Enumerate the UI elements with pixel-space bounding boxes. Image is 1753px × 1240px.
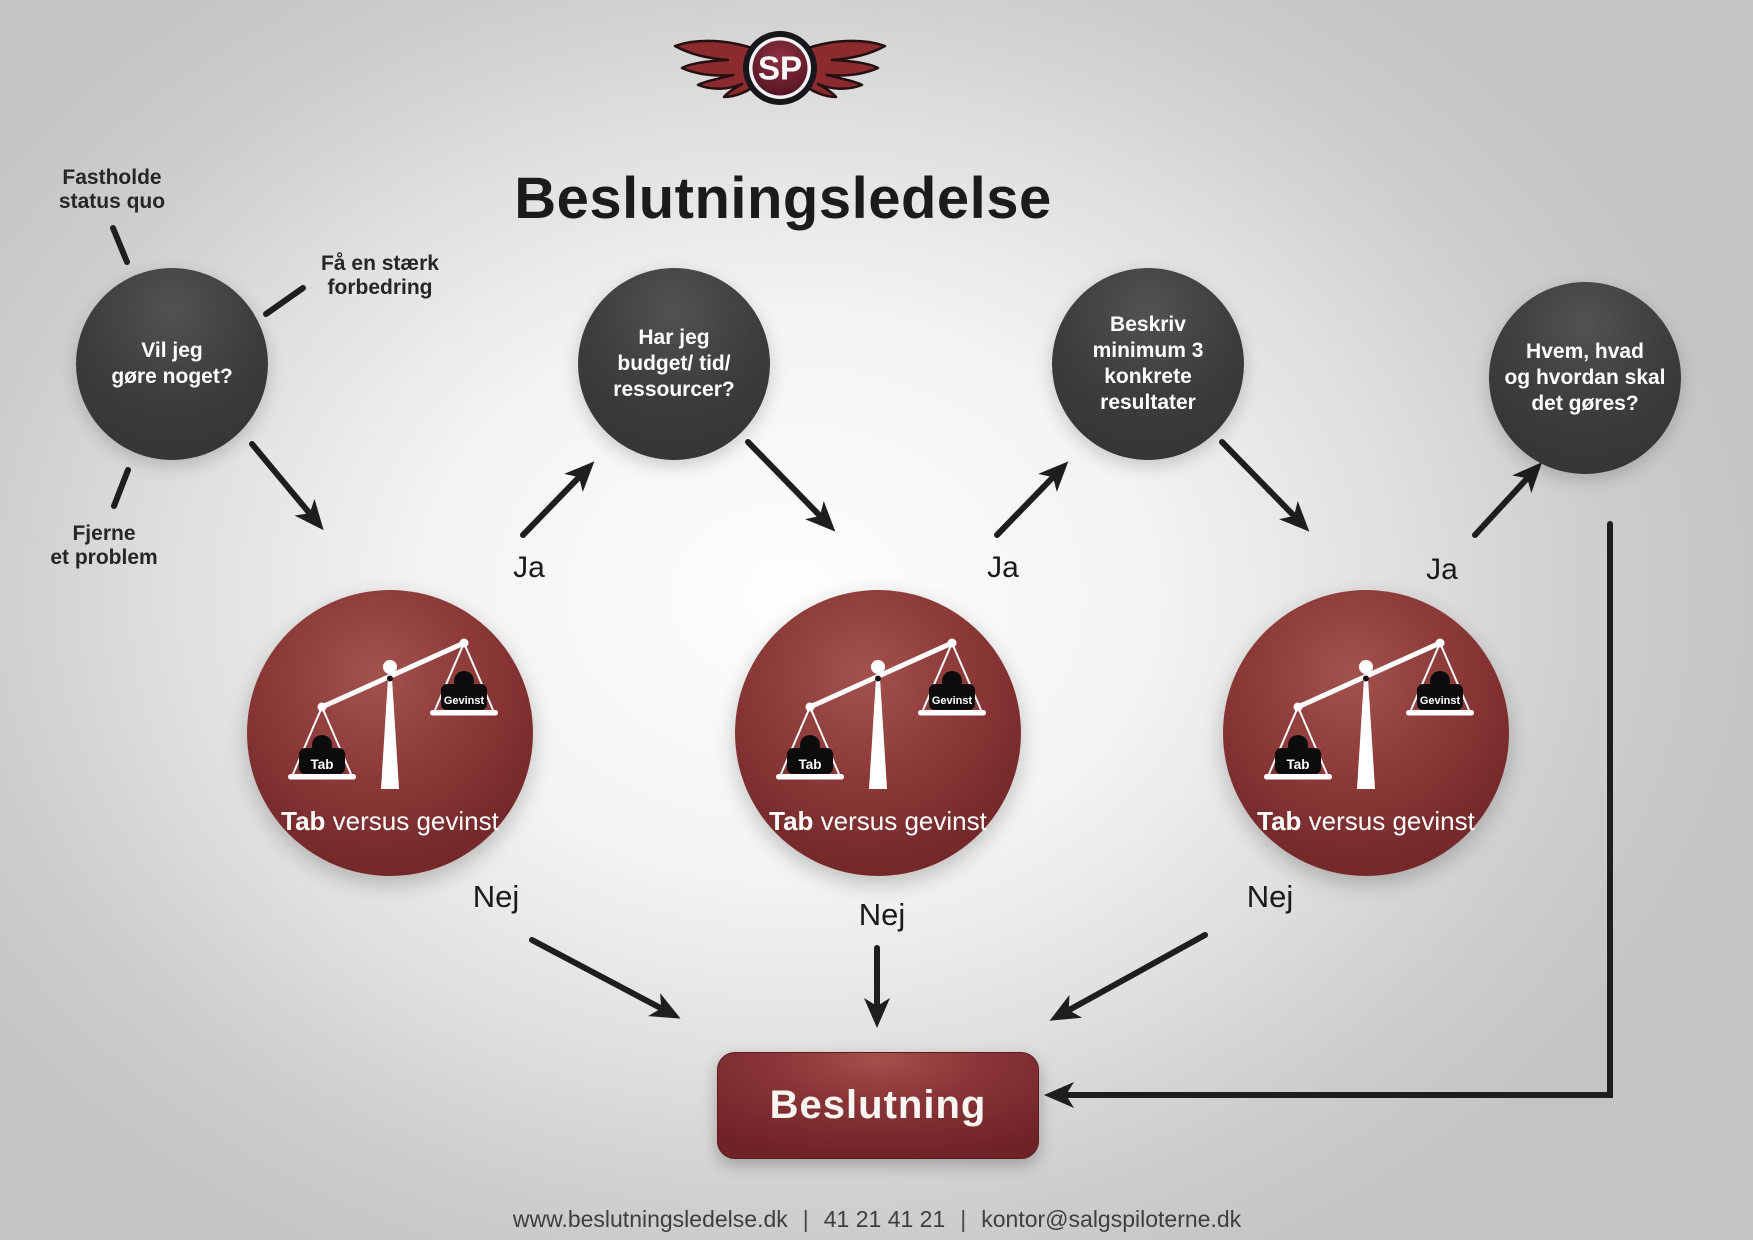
gain-weight-label: Gevinst	[1420, 695, 1461, 707]
node-line: Har jeg	[638, 325, 710, 349]
arrow-vil-jeg-to-weigh-1	[249, 441, 324, 531]
option-line: status quo	[58, 190, 166, 213]
node-line: Hvem, hvad	[1526, 339, 1644, 363]
option-line: et problem	[50, 546, 158, 569]
decision-box: Beslutning	[717, 1052, 1039, 1159]
balance-scale-icon: Tab Gevinst	[1264, 638, 1474, 789]
page-title: Beslutningsledelse	[514, 165, 1052, 231]
node-line: budget/ tid/	[617, 351, 731, 375]
caption-rest: versus gevinst	[813, 806, 987, 836]
gain-weight-label: Gevinst	[932, 695, 973, 707]
weigh-caption: Tab versus gevinst	[1223, 806, 1509, 837]
question-node-beskriv: Beskriv minimum 3 konkrete resultater	[1052, 268, 1244, 460]
weigh-node-1: Tab Gevinst Tab versus gevinst	[247, 590, 533, 876]
question-node-vil-jeg: Vil jeg gøre noget?	[76, 268, 268, 460]
node-line: gøre noget?	[111, 365, 233, 388]
loss-weight-label: Tab	[799, 757, 822, 772]
arrow-beskriv-to-weigh-3	[1219, 439, 1310, 532]
weigh-caption: Tab versus gevinst	[735, 806, 1021, 837]
caption-rest: versus gevinst	[325, 806, 499, 836]
arrow-ja-2	[994, 461, 1069, 538]
logo-salgspiloterne: SP	[673, 31, 887, 105]
line-fjerne-connector	[111, 467, 131, 509]
loss-weight-label: Tab	[311, 757, 334, 772]
no-label-1: Nej	[472, 879, 520, 914]
yes-label-3: Ja	[1426, 553, 1458, 586]
caption-bold: Tab	[281, 806, 326, 836]
question-node-budget: Har jeg budget/ tid/ ressourcer?	[578, 268, 770, 460]
footer-separator: |	[960, 1206, 967, 1232]
caption-bold: Tab	[769, 806, 814, 836]
line-fastholde-connector	[110, 225, 130, 265]
balance-scale-icon: Tab Gevinst	[288, 638, 498, 789]
option-label-fastholde: Fastholde status quo	[59, 166, 165, 214]
balance-scale-icon: Tab Gevinst	[776, 638, 986, 789]
weigh-node-3: Tab Gevinst Tab versus gevinst	[1223, 590, 1509, 876]
arrow-budget-to-weigh-2	[745, 439, 836, 532]
no-label-2: Nej	[858, 897, 906, 932]
yes-label-1: Ja	[513, 551, 545, 584]
footer-phone: 41 21 41 21	[823, 1206, 946, 1232]
scale-graphic: Tab Gevinst	[776, 638, 986, 789]
option-line: forbedring	[327, 276, 433, 299]
weigh-caption: Tab versus gevinst	[247, 806, 533, 837]
option-line: Fjerne	[72, 522, 136, 545]
node-line: ressourcer?	[613, 378, 735, 402]
line-forbedring-connector	[263, 285, 306, 317]
logo-wings-icon	[673, 39, 887, 99]
question-node-hvem: Hvem, hvad og hvordan skal det gøres?	[1489, 282, 1681, 474]
option-line: Få en stærk	[321, 252, 439, 275]
node-line: resultater	[1100, 391, 1196, 415]
arrow-ja-3	[1472, 462, 1543, 538]
gain-weight-label: Gevinst	[444, 695, 485, 707]
node-line: konkrete	[1104, 365, 1192, 388]
logo-badge: SP	[743, 31, 817, 105]
weigh-node-2: Tab Gevinst Tab versus gevinst	[735, 590, 1021, 876]
loss-weight-label: Tab	[1287, 757, 1310, 772]
arrow-nej-1	[529, 937, 681, 1019]
node-line: og hvordan skal	[1504, 365, 1666, 389]
node-line: Beskriv	[1110, 312, 1186, 336]
option-label-fjerne: Fjerne et problem	[50, 522, 157, 570]
no-label-3: Nej	[1246, 879, 1294, 914]
footer-email: kontor@salgspiloterne.dk	[981, 1206, 1242, 1232]
node-line: det gøres?	[1531, 392, 1639, 416]
scale-graphic: Tab Gevinst	[1264, 638, 1474, 789]
footer-website: www.beslutningsledelse.dk	[512, 1206, 788, 1232]
arrow-ja-1	[520, 461, 595, 538]
option-line: Fastholde	[62, 166, 162, 189]
logo-monogram: SP	[758, 50, 802, 87]
node-line: minimum 3	[1092, 338, 1204, 362]
option-label-forbedring: Få en stærk forbedring	[321, 252, 439, 300]
footer-separator: |	[802, 1206, 809, 1232]
yes-label-2: Ja	[987, 551, 1019, 584]
arrow-nej-3	[1049, 932, 1208, 1021]
caption-rest: versus gevinst	[1301, 806, 1475, 836]
scale-graphic: Tab Gevinst	[288, 638, 498, 789]
decision-box-label: Beslutning	[769, 1083, 987, 1127]
caption-bold: Tab	[1257, 806, 1302, 836]
node-line: Vil jeg	[141, 338, 203, 362]
footer: www.beslutningsledelse.dk | 41 21 41 21 | ko…	[513, 1206, 1241, 1233]
